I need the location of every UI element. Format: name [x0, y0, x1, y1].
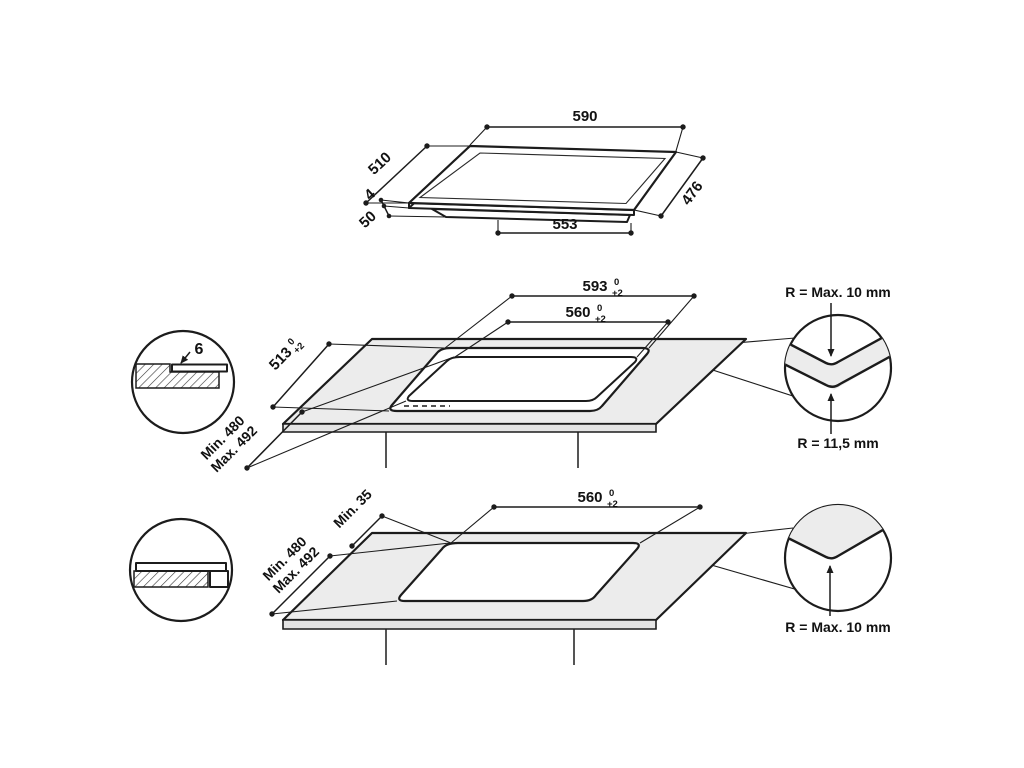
dim-cutout-width-tol-upper: 0: [609, 488, 614, 499]
corner-radius-hob-label: R = 11,5 mm: [797, 435, 878, 451]
dim-glass-thickness-label: 4: [361, 185, 379, 204]
flush-installation-view: 593 0 +2 560 0 +2 513 0 +2: [130, 277, 893, 475]
corner-radius-detail-overlap: R = Max. 10 mm: [783, 503, 893, 635]
cutout-corner-line: [785, 348, 891, 388]
corner-radius-detail-flush: R = Max. 10 mm R = 11,5 mm: [783, 284, 893, 451]
dim-width-bottom-label: 553: [552, 216, 577, 233]
dim-cutout-width-label: 560: [565, 304, 590, 321]
cutout-corner-line: [785, 518, 891, 560]
dim-side-clearance-label: Min. 35: [330, 486, 375, 531]
dim-depth-left-label: 510: [365, 149, 395, 179]
dimension-cutout-width: 560 0 +2: [454, 303, 671, 358]
dim-cutout-width-tol-lower: +2: [607, 499, 618, 510]
dim-cutout-width-tol-upper: 0: [597, 303, 602, 314]
rebate-thickness-arrow: [180, 351, 191, 364]
glass-section: [135, 562, 227, 572]
cutout-opening: [398, 541, 640, 603]
dim-rebate-depth-tol-upper: 0: [286, 336, 298, 347]
overlap-detail-circle: [128, 517, 234, 623]
dimension-cutout-width: 560 0 +2: [450, 488, 703, 544]
product-isometric-view: 590 510 476 4 50: [356, 108, 707, 236]
worktop-front-face: [282, 619, 657, 630]
glass-rim-line: [418, 152, 667, 205]
glass-section: [171, 363, 228, 373]
worktop-front-face: [282, 423, 657, 433]
corner-radius-worktop-label: R = Max. 10 mm: [785, 619, 890, 635]
corner-radius-worktop-label: R = Max. 10 mm: [785, 284, 890, 300]
cutout-opening: [406, 356, 638, 402]
dim-width-top-label: 590: [572, 108, 597, 125]
rebate-detail-circle: 6: [130, 329, 236, 435]
rebate-thickness-label: 6: [195, 341, 204, 358]
dim-depth-right-label: 476: [678, 178, 706, 208]
hob-body-section: [209, 570, 229, 588]
dim-body-height-label: 50: [356, 208, 380, 232]
dimension-width-top: 590: [469, 108, 686, 152]
overlap-installation-view: 560 0 +2 Min. 35 Min. 480 Max. 492: [128, 486, 893, 665]
worktop-section-hatched: [133, 570, 209, 588]
dimension-width-bottom: 553: [495, 216, 634, 236]
dim-rebate-width-label: 593: [582, 278, 607, 295]
dim-cutout-width-tol-lower: +2: [595, 314, 606, 325]
dimension-rebate-width: 593 0 +2: [444, 277, 697, 349]
dim-rebate-width-tol-lower: +2: [612, 288, 623, 299]
glass-top-surface: [407, 144, 678, 212]
dim-rebate-width-tol-upper: 0: [614, 277, 619, 288]
worktop-corner-line: [785, 326, 891, 366]
dim-cutout-width-label: 560: [577, 489, 602, 506]
